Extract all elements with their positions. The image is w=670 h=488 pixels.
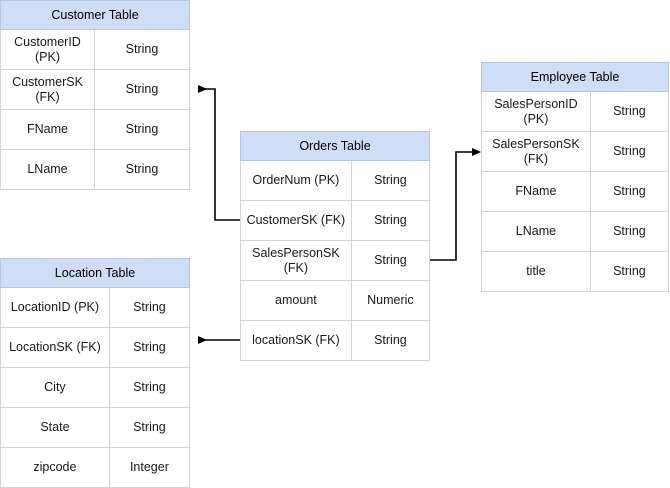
orders-table[interactable]: Orders Table OrderNum (PK) String Custom… xyxy=(240,131,430,361)
field-type: String xyxy=(613,144,646,158)
field-type: String xyxy=(613,264,646,278)
table-row: LocationSK (FK) String xyxy=(0,328,190,368)
table-row: LocationID (PK) String xyxy=(0,288,190,328)
table-row: amount Numeric xyxy=(240,281,430,321)
table-row: CustomerSK (FK) String xyxy=(240,201,430,241)
table-row: FName String xyxy=(0,110,190,150)
field-name: zipcode xyxy=(1,448,110,487)
field-name: amount xyxy=(241,281,352,320)
customer-table-title: Customer Table xyxy=(0,0,190,30)
field-name: SalesPersonID (PK) xyxy=(482,92,591,131)
field-type: String xyxy=(374,333,407,347)
field-type: String xyxy=(374,253,407,267)
field-type: String xyxy=(613,184,646,198)
field-name: FName xyxy=(482,172,591,211)
field-type: String xyxy=(125,122,159,136)
field-type: Integer xyxy=(129,460,169,474)
table-row: FName String xyxy=(481,172,669,212)
orders-table-title: Orders Table xyxy=(240,131,430,161)
field-type: String xyxy=(133,380,166,394)
connector-orders-to-employee xyxy=(430,148,481,261)
field-name: SalesPersonSK (FK) xyxy=(482,132,591,171)
field-type: String xyxy=(133,340,166,354)
customer-table[interactable]: Customer Table CustomerID (PK) String Cu… xyxy=(0,0,190,190)
field-type: String xyxy=(613,104,646,118)
field-name: FName xyxy=(1,110,95,149)
field-name: CustomerSK (FK) xyxy=(241,201,352,240)
field-name: LName xyxy=(482,212,591,251)
table-row: SalesPersonSK (FK) String xyxy=(240,241,430,281)
field-name: State xyxy=(1,408,110,447)
table-row: City String xyxy=(0,368,190,408)
table-row: CustomerID (PK) String xyxy=(0,30,190,70)
field-name: LocationSK (FK) xyxy=(1,328,110,367)
location-table-title: Location Table xyxy=(0,258,190,288)
field-name: LocationID (PK) xyxy=(1,288,110,327)
table-row: OrderNum (PK) String xyxy=(240,161,430,201)
location-table[interactable]: Location Table LocationID (PK) String Lo… xyxy=(0,258,190,488)
field-type: String xyxy=(374,213,407,227)
table-row: LName String xyxy=(0,150,190,190)
table-row: SalesPersonSK (FK) String xyxy=(481,132,669,172)
field-type: String xyxy=(374,173,407,187)
field-type: Numeric xyxy=(367,293,414,307)
table-row: State String xyxy=(0,408,190,448)
field-name: City xyxy=(1,368,110,407)
field-name: CustomerSK (FK) xyxy=(1,70,95,109)
connector-orders-to-customer xyxy=(198,85,240,221)
field-name: OrderNum (PK) xyxy=(241,161,352,200)
field-type: String xyxy=(125,162,159,176)
employee-table-title: Employee Table xyxy=(481,62,669,92)
field-name: locationSK (FK) xyxy=(241,321,352,360)
field-type: String xyxy=(133,300,166,314)
table-row: CustomerSK (FK) String xyxy=(0,70,190,110)
field-name: CustomerID (PK) xyxy=(1,30,95,69)
table-row: zipcode Integer xyxy=(0,448,190,488)
employee-table[interactable]: Employee Table SalesPersonID (PK) String… xyxy=(481,62,669,292)
table-row: SalesPersonID (PK) String xyxy=(481,92,669,132)
field-type: String xyxy=(125,42,159,56)
table-row: title String xyxy=(481,252,669,292)
table-row: locationSK (FK) String xyxy=(240,321,430,361)
field-type: String xyxy=(125,82,159,96)
field-type: String xyxy=(613,224,646,238)
field-name: LName xyxy=(1,150,95,189)
field-type: String xyxy=(133,420,166,434)
table-row: LName String xyxy=(481,212,669,252)
field-name: title xyxy=(482,252,591,291)
field-name: SalesPersonSK (FK) xyxy=(241,241,352,280)
